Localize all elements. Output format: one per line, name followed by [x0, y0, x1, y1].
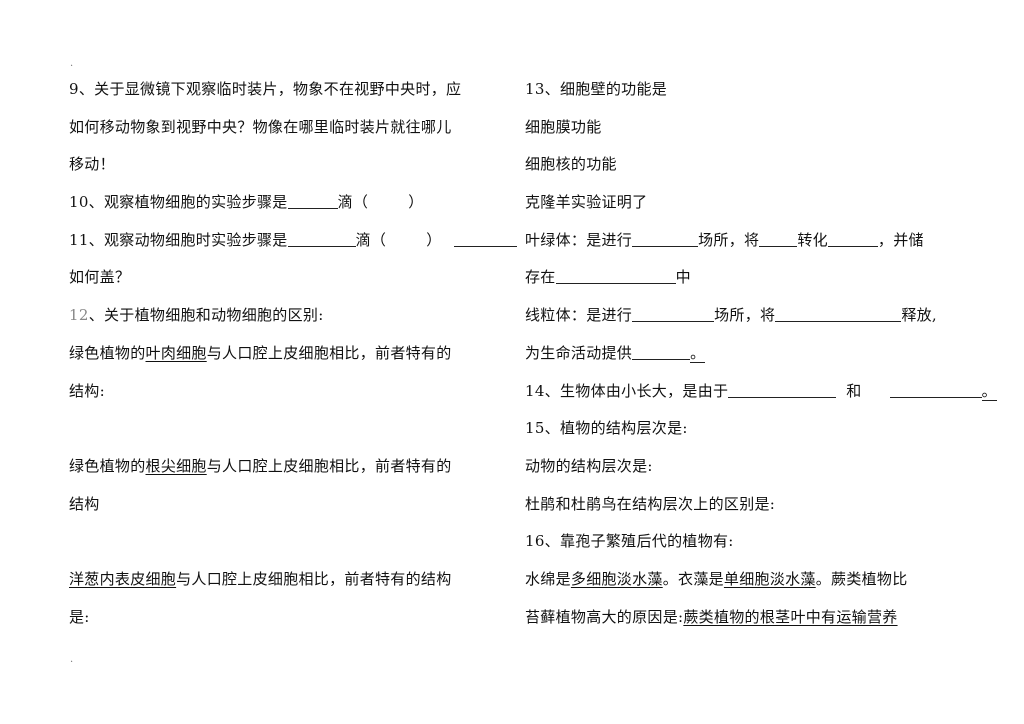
- q16-line-2: 水绵是多细胞淡水藻。衣藻是单细胞淡水藻。蕨类植物比: [525, 566, 1015, 604]
- q16-text-a: 水绵是: [525, 569, 571, 588]
- q12-s2-suffix: 与人口腔上皮细胞相比，前者特有的: [206, 456, 452, 475]
- corner-dot-top: .: [70, 58, 74, 69]
- q12-s1-suffix: 与人口腔上皮细胞相比，前者特有的: [206, 343, 452, 362]
- mito-blank-3[interactable]: [632, 343, 691, 360]
- q13-line-2: 细胞膜功能: [525, 117, 602, 136]
- chloroplast-text-d: ，并储: [877, 230, 924, 249]
- mito-line-2: 为生命活动提供 。: [525, 340, 1015, 378]
- q16-line-1: 16、靠孢子繁殖后代的植物有:: [525, 532, 734, 551]
- q11-blank[interactable]: [287, 230, 356, 247]
- q11-line-2: 如何盖？: [69, 268, 131, 287]
- q10-blank[interactable]: [287, 192, 338, 210]
- q12-title: 12、关于植物细胞和动物细胞的区别:: [69, 302, 509, 340]
- q12-s3-underlined: 洋葱内表皮细胞: [69, 569, 177, 588]
- q12-s1-line-2: 结构:: [69, 381, 105, 400]
- chloroplast-blank-1[interactable]: [632, 230, 699, 247]
- q12-s3-line-2: 是:: [69, 607, 90, 626]
- q15-line-3: 杜鹃和杜鹃鸟在结构层次上的区别是:: [525, 494, 776, 513]
- q10-line: 10、观察植物细胞的实验步骤是 滴（ ）: [69, 189, 509, 227]
- q16-underlined-1: 多细胞淡水藻: [570, 569, 663, 588]
- q16-text-reason: 苔藓植物高大的原因是:: [525, 607, 684, 626]
- left-column: 9、关于显微镜下观察临时装片，物象不在视野中央时，应 如何移动物象到视野中央？物…: [69, 76, 517, 641]
- q13-line-1: 13、细胞壁的功能是: [525, 80, 668, 98]
- q16-line-3: 苔藓植物高大的原因是:蕨类植物的根茎叶中有运输营养: [525, 604, 1015, 642]
- spacer: [69, 528, 509, 566]
- mito-blank-1[interactable]: [632, 305, 715, 323]
- q9-line-2: 如何移动物象到视野中央？物像在哪里临时装片就往哪儿: [69, 117, 452, 136]
- mito-blank-2[interactable]: [775, 305, 902, 323]
- q9-line-3: 移动！: [69, 155, 115, 174]
- mito-text-end: 。: [690, 343, 706, 363]
- q14-end: 。: [981, 381, 997, 401]
- chloroplast-text-c: 转化: [797, 230, 828, 249]
- spacer: [69, 415, 509, 453]
- q12-title-text: 、关于植物细胞和动物细胞的区别:: [88, 306, 324, 325]
- q13-line-4: 克隆羊实验证明了: [525, 193, 648, 212]
- chloroplast-blank-2[interactable]: [759, 230, 798, 247]
- chloroplast-text-b: 场所，将: [698, 230, 760, 249]
- q12-s3-suffix: 与人口腔上皮细胞相比，前者特有的结构: [176, 569, 452, 588]
- q11-line-1: 11、观察动物细胞时实验步骤是 滴（ ）: [69, 227, 517, 265]
- chloroplast-text-store: 存在: [525, 268, 556, 287]
- q10-text: 10、观察植物细胞的实验步骤是: [69, 193, 288, 212]
- q14-blank-1[interactable]: [728, 381, 837, 398]
- chloroplast-blank-4[interactable]: [555, 267, 676, 285]
- q12-s1-underlined: 叶肉细胞: [145, 343, 207, 362]
- chloroplast-text-a: 叶绿体：是进行: [525, 230, 633, 249]
- q14-text: 14、生物体由小长大，是由于: [525, 381, 729, 400]
- q12-s2-line-1: 绿色植物的根尖细胞与人口腔上皮细胞相比，前者特有的: [69, 453, 509, 491]
- q16-underlined-3: 蕨类植物的根茎叶中有运输营养: [683, 607, 898, 626]
- corner-dot-bottom: .: [70, 654, 74, 665]
- right-column: 13、细胞壁的功能是 细胞膜功能 细胞核的功能 克隆羊实验证明了 叶绿体：是进行…: [525, 76, 1015, 641]
- q11-drop: 滴（: [355, 230, 387, 249]
- q14-line: 14、生物体由小长大，是由于 和 。: [525, 378, 1015, 416]
- mito-text-c: 释放,: [901, 306, 937, 325]
- q9-line-1: 9、关于显微镜下观察临时装片，物象不在视野中央时，应: [69, 80, 462, 98]
- q15-line-1: 15、植物的结构层次是:: [525, 419, 688, 438]
- q12-s2-prefix: 绿色植物的: [69, 456, 146, 475]
- q12-s3-line-1: 洋葱内表皮细胞与人口腔上皮细胞相比，前者特有的结构: [69, 566, 509, 604]
- mito-text-provide: 为生命活动提供: [525, 343, 633, 362]
- q14-and: 和: [846, 381, 862, 400]
- q10-close: ）: [408, 193, 424, 212]
- q12-s1-line-1: 绿色植物的叶肉细胞与人口腔上皮细胞相比，前者特有的: [69, 340, 509, 378]
- q10-drop: 滴（: [337, 193, 369, 212]
- chloroplast-text-end: 中: [675, 268, 691, 287]
- mito-line-1: 线粒体：是进行 场所，将 释放,: [525, 302, 1015, 340]
- q13-line-3: 细胞核的功能: [525, 155, 617, 174]
- q14-blank-2[interactable]: [889, 381, 982, 398]
- q12-s2-line-2: 结构: [69, 494, 100, 513]
- chloroplast-blank-3[interactable]: [827, 230, 878, 247]
- q16-text-e: 。蕨类植物比: [815, 569, 908, 588]
- q11-close: ）: [426, 230, 442, 249]
- q12-s1-prefix: 绿色植物的: [69, 343, 146, 362]
- q11-text: 11、观察动物细胞时实验步骤是: [69, 230, 288, 249]
- q15-line-2: 动物的结构层次是:: [525, 456, 653, 475]
- mito-text-a: 线粒体：是进行: [525, 306, 633, 325]
- q12-s2-underlined: 根尖细胞: [145, 456, 207, 475]
- q11-answer-blank[interactable]: [453, 230, 517, 247]
- q16-text-c: 。衣藻是: [662, 569, 724, 588]
- q12-number: 12: [69, 306, 89, 325]
- mito-text-b: 场所，将: [714, 306, 776, 325]
- chloroplast-line-1: 叶绿体：是进行 场所，将 转化 ，并储: [525, 227, 1015, 265]
- chloroplast-line-2: 存在 中: [525, 264, 1015, 302]
- q16-underlined-2: 单细胞淡水藻: [723, 569, 816, 588]
